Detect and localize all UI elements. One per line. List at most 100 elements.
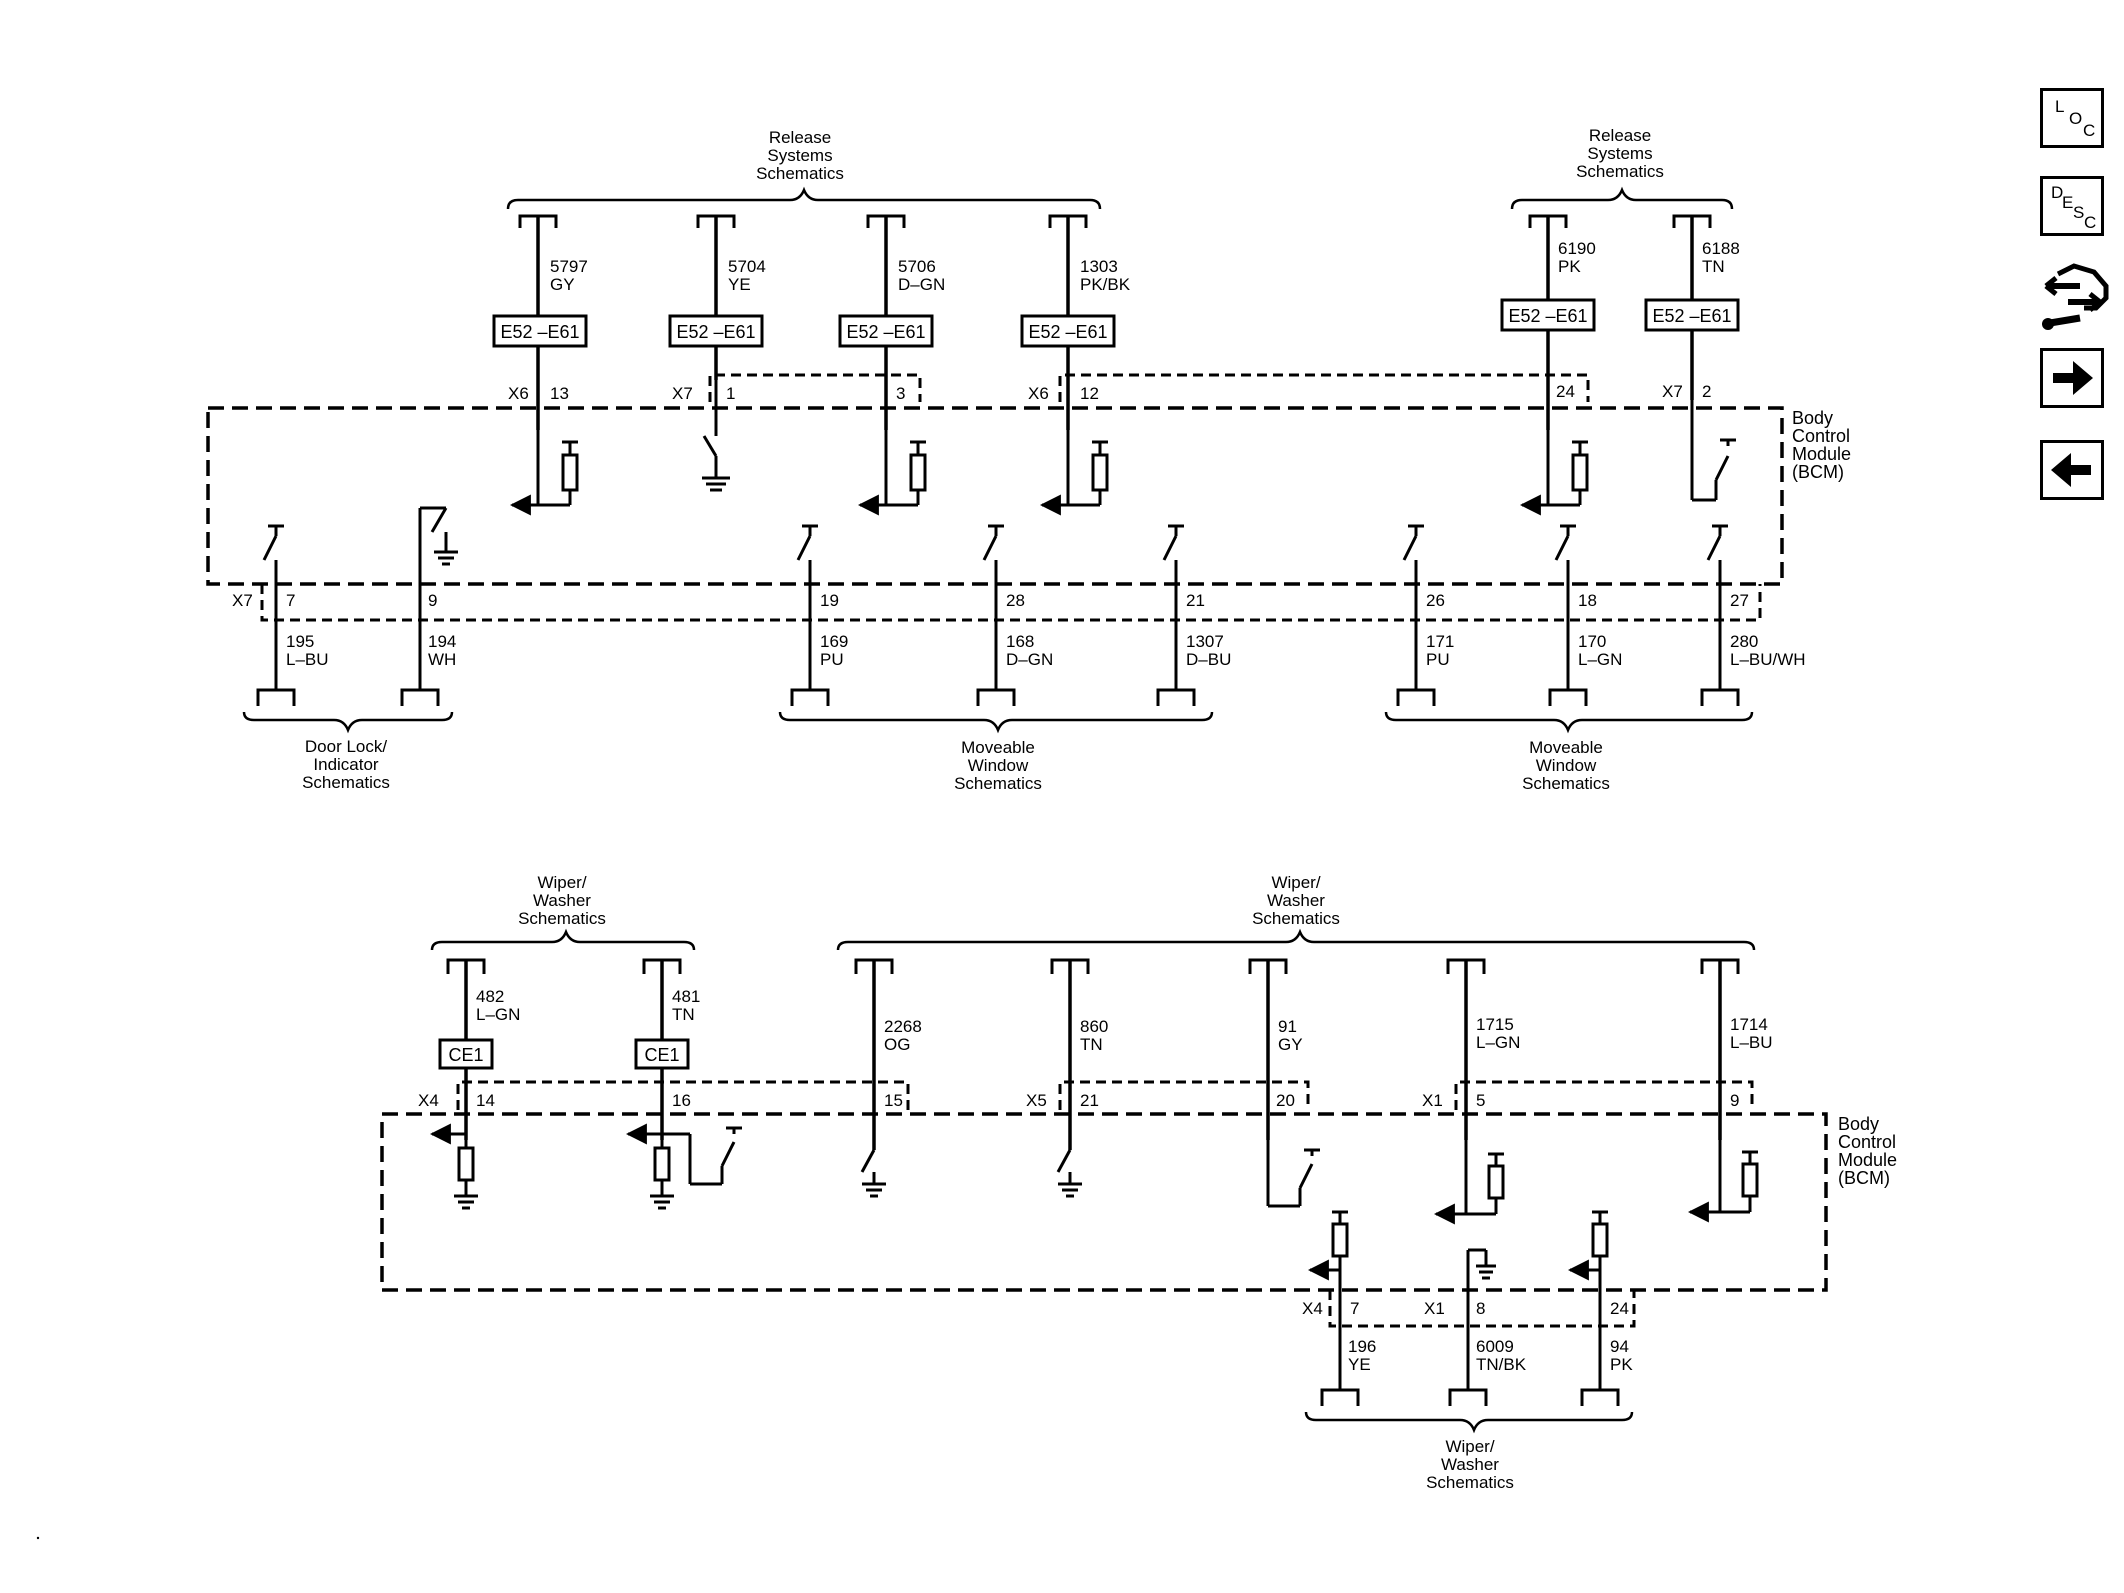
- circuit-number: 6188: [1702, 239, 1740, 258]
- arrow-left-icon: [2051, 453, 2091, 487]
- pin-number: 19: [820, 591, 839, 610]
- pin-number: 16: [672, 1091, 691, 1110]
- module-label-line: (BCM): [1838, 1168, 1890, 1188]
- top-output-connector-dashes: [260, 584, 1762, 622]
- header-line: Schematics: [756, 164, 844, 183]
- circuit-number: 5797: [550, 257, 588, 276]
- circuit-number: 280: [1730, 632, 1758, 651]
- pin-number: 26: [1426, 591, 1445, 610]
- pin-number: 27: [1730, 591, 1749, 610]
- module-label-line: Module: [1838, 1150, 1897, 1170]
- circuit-number: 91: [1278, 1017, 1297, 1036]
- splice-box-label: CE1: [644, 1045, 679, 1065]
- footer-line: Washer: [1441, 1455, 1499, 1474]
- wire-color: L–GN: [1476, 1033, 1520, 1052]
- bottom-bcm-module-box: [380, 1112, 1828, 1292]
- pin-number: 1: [726, 384, 735, 403]
- wire-color: L–GN: [1578, 650, 1622, 669]
- circuit-number: 171: [1426, 632, 1454, 651]
- circuit-number: 6190: [1558, 239, 1596, 258]
- splice-box-label: CE1: [448, 1045, 483, 1065]
- module-label-line: Body: [1838, 1114, 1879, 1134]
- back-button[interactable]: [2040, 440, 2104, 500]
- wire-color: PK: [1610, 1355, 1633, 1374]
- pin-number: 20: [1276, 1091, 1295, 1110]
- header-line: Release: [769, 128, 831, 147]
- loc-button[interactable]: L O C: [2040, 88, 2104, 148]
- circuit-number: 6009: [1476, 1337, 1514, 1356]
- bottom-top-pin-labels: X4 14 16 15 X5 21 20 X1 5 9: [418, 1091, 1739, 1110]
- wire-color: YE: [1348, 1355, 1371, 1374]
- footer-line: Indicator: [313, 755, 379, 774]
- pin-number: 7: [1350, 1299, 1359, 1318]
- circuit-number: 169: [820, 632, 848, 651]
- bottom-footer-labels: Wiper/ Washer Schematics: [1426, 1437, 1514, 1492]
- connector-tool-icon[interactable]: [2040, 256, 2112, 336]
- circuit-number: 482: [476, 987, 504, 1006]
- circuit-number: 481: [672, 987, 700, 1006]
- wire-color: PK: [1558, 257, 1581, 276]
- pin-number: 5: [1476, 1091, 1485, 1110]
- bottom-output-connector-dashes: [1328, 1290, 1636, 1328]
- bottom-header-right: Wiper/ Washer Schematics: [836, 873, 1756, 951]
- wire-color: GY: [1278, 1035, 1303, 1054]
- module-label-line: Body: [1792, 408, 1833, 428]
- splice-box-label: E52 –E61: [1652, 306, 1731, 326]
- bottom-top-wires: [464, 960, 1722, 1150]
- desc-letter: E: [2062, 193, 2074, 212]
- circuit-number: 94: [1610, 1337, 1629, 1356]
- top-bcm-label: Body Control Module (BCM): [1792, 408, 1851, 482]
- footer-line: Wiper/: [1445, 1437, 1494, 1456]
- next-button[interactable]: [2040, 348, 2104, 408]
- top-footer-braces: [242, 711, 1754, 734]
- pin-number: 12: [1080, 384, 1099, 403]
- header-line: Wiper/: [537, 873, 586, 892]
- header-line: Washer: [1267, 891, 1325, 910]
- wire-color: L–BU: [286, 650, 329, 669]
- pin-number: 9: [1730, 1091, 1739, 1110]
- pin-number: 2: [1702, 382, 1711, 401]
- loc-letter: C: [2083, 121, 2096, 140]
- footer-line: Schematics: [302, 773, 390, 792]
- header-line: Schematics: [518, 909, 606, 928]
- stray-dot: [36, 1536, 40, 1540]
- pin-number: 28: [1006, 591, 1025, 610]
- connector-id: X5: [1026, 1091, 1047, 1110]
- footer-line: Schematics: [1522, 774, 1610, 793]
- circuit-number: 2268: [884, 1017, 922, 1036]
- desc-letter: D: [2051, 183, 2064, 202]
- top-connector-dashes: [708, 373, 1590, 402]
- pin-number: 21: [1080, 1091, 1099, 1110]
- top-pin-labels: X6 13 X7 1 3 X6 12 24 X7 2: [508, 382, 1711, 403]
- circuit-number: 1303: [1080, 257, 1118, 276]
- splice-box-label: E52 –E61: [1508, 306, 1587, 326]
- wire-color: TN: [1702, 257, 1725, 276]
- circuit-number: 194: [428, 632, 456, 651]
- wire-color: TN: [1080, 1035, 1103, 1054]
- connector-id: X6: [508, 384, 529, 403]
- module-label-line: Module: [1792, 444, 1851, 464]
- splice-box-label: E52 –E61: [500, 322, 579, 342]
- loc-letter: O: [2069, 109, 2083, 128]
- pin-number: 24: [1610, 1299, 1629, 1318]
- circuit-number: 196: [1348, 1337, 1376, 1356]
- connector-id: X1: [1424, 1299, 1445, 1318]
- top-wires: [536, 216, 1694, 430]
- bottom-bcm-label: Body Control Module (BCM): [1838, 1114, 1897, 1188]
- header-line: Washer: [533, 891, 591, 910]
- desc-button[interactable]: D E S C: [2040, 176, 2104, 236]
- bottom-splice-boxes: CE1 CE1: [438, 1038, 690, 1070]
- circuit-number: 5706: [898, 257, 936, 276]
- wire-color: YE: [728, 275, 751, 294]
- circuit-number: 168: [1006, 632, 1034, 651]
- bottom-top-connectors: [446, 958, 1740, 974]
- wire-color: L–BU/WH: [1730, 650, 1806, 669]
- footer-line: Schematics: [954, 774, 1042, 793]
- desc-letter: S: [2073, 203, 2085, 222]
- module-label-line: (BCM): [1792, 462, 1844, 482]
- connector-id: X6: [1028, 384, 1049, 403]
- wire-color: WH: [428, 650, 456, 669]
- circuit-number: 5704: [728, 257, 766, 276]
- top-output-connectors: [256, 688, 1740, 706]
